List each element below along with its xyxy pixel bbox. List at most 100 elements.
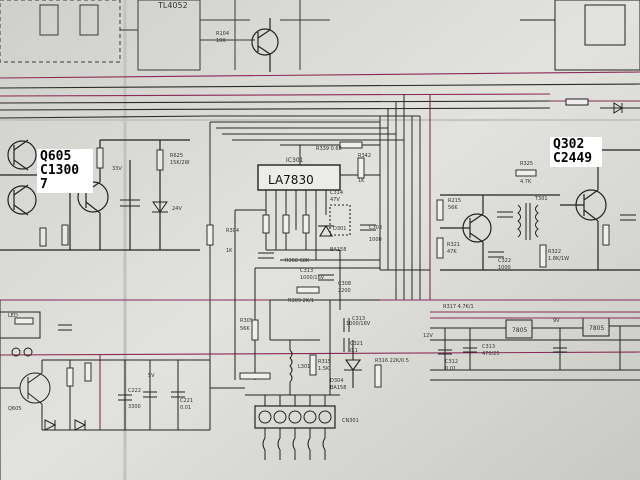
ic-resistors (206, 141, 382, 388)
q605-line-1: Q605 (40, 149, 72, 164)
ic-part-number: LA7830 (268, 173, 314, 187)
r104-label: R104 (216, 31, 229, 37)
q605-highlight-label: Q605 C1300 7 (37, 149, 93, 193)
purple-vertical (0, 94, 640, 430)
d304-part: BA158 (330, 385, 346, 391)
v24-label: 24V (172, 206, 182, 212)
right-resistors (436, 169, 610, 268)
c313b-label: C313 (482, 344, 495, 350)
chip-label: TL4052 (157, 1, 188, 10)
ic-designator: IC301 (286, 157, 304, 164)
r315-label: R315 (318, 359, 331, 365)
v9-label: 9V (553, 318, 560, 324)
c314-label: C314 (330, 190, 343, 196)
r309-label: R309 2K/1 (288, 298, 314, 304)
q605-part-label: Q605 (8, 406, 21, 412)
r321-label: R321 (447, 242, 460, 248)
r315-value: 1.5K (318, 366, 330, 372)
c312-label: C312 (445, 359, 458, 365)
bottom-left-resistors (14, 317, 92, 387)
c222-value: 3300 (128, 404, 141, 410)
q605-transistors (0, 139, 200, 251)
r625-value: 15K/2W (170, 160, 190, 166)
c313-value: 1000/16V (346, 321, 371, 327)
v12-label: 12V (423, 333, 433, 339)
r325-value: 4.7K (520, 179, 532, 185)
right-top-block (520, 0, 640, 114)
v5-label: 5V (148, 373, 155, 379)
r104-value: 10K (216, 38, 226, 44)
coil-l301 (289, 340, 293, 395)
c321-value: 0.1 (350, 348, 358, 354)
d301-part: BA158 (330, 247, 346, 253)
q302-line-1: Q302 (553, 137, 585, 152)
q302-transistor (560, 149, 640, 270)
r308-label: R308 68K (285, 258, 310, 264)
c321-label: C321 (350, 341, 363, 347)
r625-label: R625 (170, 153, 183, 159)
c222-label: C222 (128, 388, 141, 394)
vreg1-label: 7805 (512, 327, 527, 334)
diode-d304 (344, 340, 362, 388)
r316-label: R316 22K/0.5 (375, 358, 409, 364)
q605-resistors (39, 147, 164, 247)
q605-line-3: 7 (40, 177, 48, 192)
transistor-top (251, 18, 279, 72)
r304-value: 1K (226, 248, 233, 254)
c322-value: 1000 (498, 265, 511, 271)
q302-line-2: C2449 (553, 151, 593, 166)
c313-label: C313 (352, 316, 365, 322)
c314-value: 47V (330, 197, 340, 203)
r339-label: R339 0.68 (316, 146, 342, 152)
q302-highlight-label: Q302 C2449 (550, 137, 602, 167)
c303-label: C303 (369, 225, 382, 231)
r342-label: R342 (358, 153, 371, 159)
bus-lines (0, 71, 640, 119)
t301-label: T301 (534, 196, 548, 202)
led-label: LED (8, 313, 18, 319)
q605-line-2: C1300 (40, 163, 80, 178)
ic-capacitors (258, 224, 376, 352)
r215-label: R215 (448, 198, 461, 204)
ic-la7830-body (257, 164, 341, 191)
c221-label: C221 (180, 398, 193, 404)
purple-bottom (430, 311, 640, 319)
r322-label: R322 (548, 249, 561, 255)
c313b-value: 470/25 (482, 351, 500, 357)
zener-left (120, 199, 168, 213)
c221-value: 0.01 (180, 405, 191, 411)
vertical-bundle (209, 94, 421, 388)
r215-value: 56K (448, 205, 458, 211)
r304-label: R304 (226, 228, 239, 234)
connector-cn301 (245, 394, 340, 460)
c312-value: 0.01 (445, 366, 456, 372)
r325-label: R325 (520, 161, 533, 167)
c308-label: C308 (338, 281, 351, 287)
r305-value: 56K (240, 326, 250, 332)
r321-value: 47K (447, 249, 457, 255)
r317-label: R317 4.7K/1 (443, 304, 474, 310)
c322-label: C322 (498, 258, 511, 264)
r322-value: 1.8K/1W (548, 256, 569, 262)
bottom-left-block (0, 300, 211, 480)
c313-top-value: 1000/16V (300, 275, 325, 281)
regulator-area (430, 317, 640, 381)
right-capacitors (488, 211, 636, 258)
diode-d301 (318, 204, 351, 237)
c313-top-label: C313 (300, 268, 313, 274)
c303-value: 1000 (369, 237, 382, 243)
r342-value: 1K (358, 178, 365, 184)
v33-label: 33V (112, 166, 122, 172)
c308-value: 2200 (338, 288, 351, 294)
coil-label: L301 (298, 364, 310, 370)
transformer-t301 (517, 203, 539, 240)
r305-label: R305 (240, 318, 253, 324)
top-left-block (0, 0, 330, 71)
misc-wires (210, 250, 430, 395)
d304-label: D304 (330, 378, 343, 384)
connector-label: CN301 (342, 418, 359, 424)
q215-transistor (440, 194, 640, 271)
